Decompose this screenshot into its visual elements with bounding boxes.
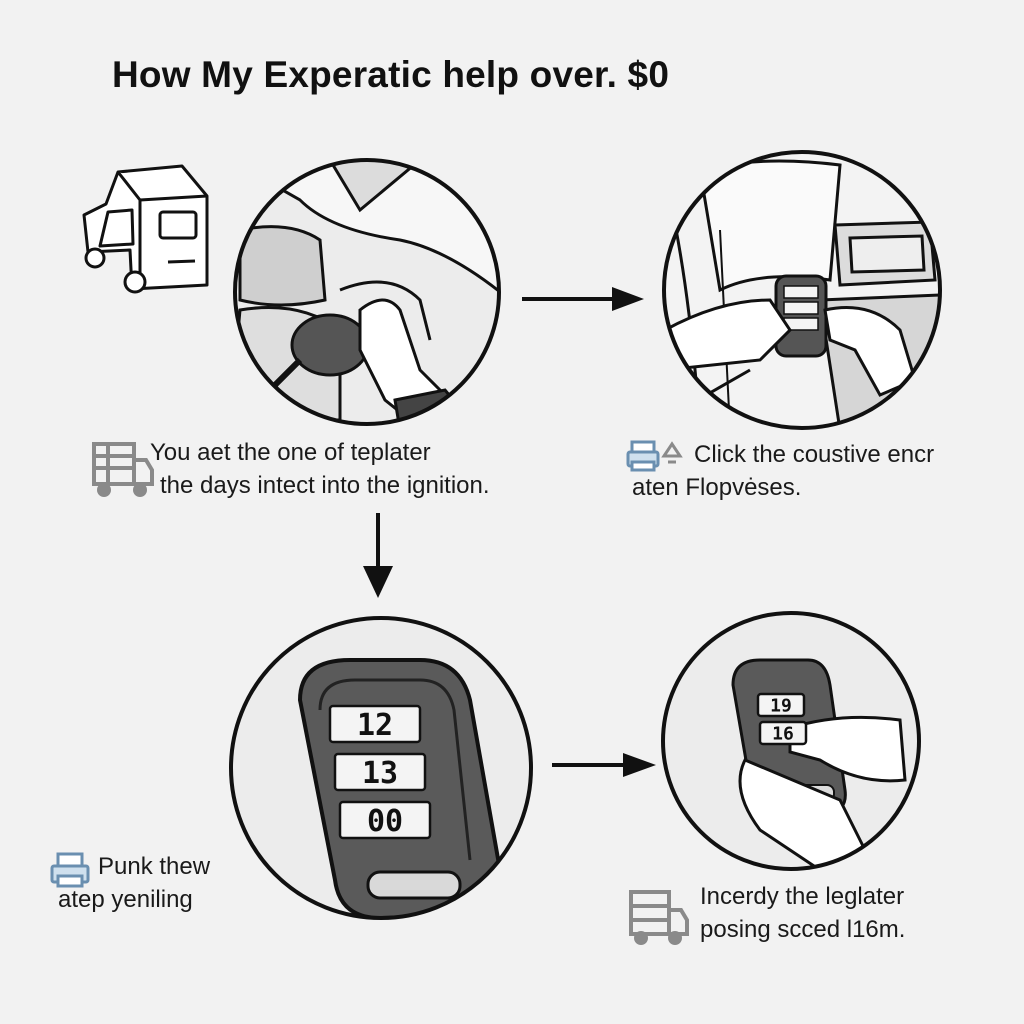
step-1-line-2: the days intect into the ignition. [160, 472, 490, 499]
ignition-panel [233, 158, 501, 426]
step-2-line-2: aten Flopvėses. [632, 474, 802, 501]
remote-small-button-1 [756, 692, 806, 718]
truck-icon [92, 442, 154, 497]
step-3-line-2: atep yeniling [58, 886, 193, 913]
remote-small-button-label-2: 16 [772, 723, 794, 744]
arrow-down [363, 513, 393, 598]
step-3-line-1: Punk thew [98, 853, 211, 880]
remote-button-label-2: 13 [362, 756, 398, 791]
truck-icon [629, 890, 689, 945]
step-1-line-1: You aet the one of teplater [150, 439, 431, 466]
page-title: How My Experatic help over. $0 [112, 54, 670, 95]
remote-small-button-2 [758, 720, 808, 746]
arrow-right-1 [522, 287, 644, 311]
step-4-line-1: Incerdy the leglater [700, 883, 905, 910]
step-1-caption: You aet the one of teplater the days int… [150, 436, 490, 502]
dashboard-panel [662, 150, 942, 430]
remote-buttons: 12 13 00 [328, 704, 432, 840]
step-2-caption: Click the coustive encr aten Flopvėses. [632, 438, 935, 504]
remote-button-3 [338, 800, 432, 840]
step-4-line-2: posing scced l16m. [700, 916, 906, 943]
step-2-line-1: Click the coustive encr [694, 441, 935, 468]
remote-button-label-1: 12 [357, 708, 393, 743]
remote-button-1 [328, 704, 422, 744]
printer-icon [50, 852, 90, 888]
remote-button-2 [333, 752, 427, 792]
step-3-caption: Punk thew atep yeniling [58, 850, 211, 916]
remote-small-button-label-1: 19 [770, 695, 792, 716]
delivery-truck-icon [82, 164, 209, 294]
printer-icon [626, 440, 683, 472]
step-4-caption: Incerdy the leglater posing scced l16m. [700, 880, 905, 946]
arrow-right-2 [552, 753, 656, 777]
remote-button-label-3: 00 [367, 804, 403, 839]
